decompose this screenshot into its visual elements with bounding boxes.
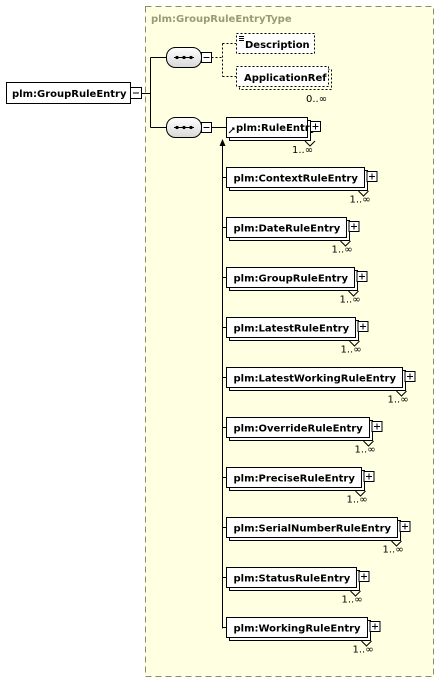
attribute-description[interactable]: Description [236, 33, 315, 54]
head-expand-icon[interactable] [310, 121, 321, 132]
element-label: plm:DateRuleEntry [234, 224, 341, 235]
element-cardinality: 1..∞ [340, 295, 361, 306]
element-box [226, 517, 398, 538]
cardinality-chevron [350, 590, 361, 597]
substitution-element-latest-working-rule-entry[interactable]: plm:LatestWorkingRuleEntry 1..∞ [222, 367, 416, 406]
element-box [226, 217, 347, 238]
svg-text:ApplicationRef: ApplicationRef [244, 73, 327, 84]
svg-text:plm:GroupRuleEntry: plm:GroupRuleEntry [12, 89, 127, 100]
svg-text:plm:RuleEntry: plm:RuleEntry [236, 123, 317, 134]
substitution-element-precise-rule-entry[interactable]: plm:PreciseRuleEntry 1..∞ [222, 467, 375, 506]
cardinality-chevron [340, 240, 351, 247]
element-box [226, 417, 370, 438]
element-label: plm:GroupRuleEntry [234, 274, 349, 285]
expand-icon[interactable] [356, 271, 368, 282]
element-label: plm:LatestRuleEntry [234, 324, 350, 335]
expand-icon[interactable] [357, 321, 369, 332]
cardinality-chevron [358, 190, 369, 197]
element-cardinality: 1..∞ [347, 495, 368, 506]
type-label: plm:GroupRuleEntryType [151, 14, 292, 25]
attribute-application-ref[interactable]: ApplicationRef [236, 66, 332, 90]
substitution-element-serial-number-rule-entry[interactable]: plm:SerialNumberRuleEntry 1..∞ [222, 517, 411, 556]
expand-icon[interactable] [371, 421, 383, 432]
element-label: plm:PreciseRuleEntry [234, 474, 356, 485]
substitution-arrow [219, 139, 226, 629]
expand-icon[interactable] [366, 171, 378, 182]
expand-icon[interactable] [363, 471, 375, 482]
substitution-element-date-rule-entry[interactable]: plm:DateRuleEntry 1..∞ [222, 217, 360, 256]
cardinality-chevron [348, 290, 359, 297]
element-label: plm:WorkingRuleEntry [234, 624, 362, 635]
cardinality-chevron [363, 440, 374, 447]
expand-icon[interactable] [369, 621, 381, 632]
element-box [226, 167, 365, 188]
element-cardinality: 1..∞ [332, 245, 353, 256]
expand-icon[interactable] [358, 571, 370, 582]
expand-icon[interactable] [399, 521, 411, 532]
substitution-element-override-rule-entry[interactable]: plm:OverrideRuleEntry 1..∞ [222, 417, 383, 456]
expand-icon[interactable] [348, 221, 360, 232]
choice-collapse-icon[interactable] [201, 122, 212, 133]
element-box [226, 567, 357, 588]
substitution-elements: plm:ContextRuleEntry1..∞plm:DateRuleEntr… [222, 167, 416, 656]
attribute-connectors [211, 43, 236, 77]
element-label: plm:SerialNumberRuleEntry [234, 524, 392, 535]
element-cardinality: 1..∞ [388, 395, 409, 406]
element-cardinality: 1..∞ [342, 595, 363, 606]
root-element[interactable]: plm:GroupRuleEntry [6, 82, 131, 104]
element-box [226, 267, 355, 288]
element-cardinality: 1..∞ [350, 195, 371, 206]
element-box [226, 467, 362, 488]
attributes-cardinality: 0..∞ [306, 94, 327, 105]
substitution-element-status-rule-entry[interactable]: plm:StatusRuleEntry 1..∞ [222, 567, 370, 606]
sequence-collapse-icon[interactable] [201, 52, 212, 63]
root-collapse-icon[interactable] [130, 87, 142, 99]
element-cardinality: 1..∞ [383, 545, 404, 556]
head-cardinality: 1..∞ [292, 145, 313, 156]
choice-compositor [166, 117, 202, 138]
substitution-element-working-rule-entry[interactable]: plm:WorkingRuleEntry 1..∞ [222, 617, 381, 656]
element-cardinality: 1..∞ [341, 345, 362, 356]
element-label: plm:StatusRuleEntry [234, 574, 351, 585]
root-connectors [141, 57, 166, 128]
sequence-compositor [166, 47, 202, 68]
cardinality-chevron [361, 640, 372, 647]
svg-text:Description: Description [245, 40, 310, 51]
cardinality-chevron [355, 490, 366, 497]
element-box [226, 367, 403, 388]
element-label: plm:ContextRuleEntry [234, 174, 359, 185]
cardinality-chevron [396, 390, 407, 397]
element-cardinality: 1..∞ [353, 645, 374, 656]
element-label: plm:LatestWorkingRuleEntry [234, 374, 397, 385]
substitution-element-group-rule-entry[interactable]: plm:GroupRuleEntry 1..∞ [222, 267, 368, 306]
expand-icon[interactable] [404, 371, 416, 382]
substitution-element-latest-rule-entry[interactable]: plm:LatestRuleEntry 1..∞ [222, 317, 369, 356]
element-cardinality: 1..∞ [355, 445, 376, 456]
head-element-rule-entry[interactable]: plm:RuleEntry [226, 117, 317, 141]
element-box [226, 617, 368, 638]
substitution-element-context-rule-entry[interactable]: plm:ContextRuleEntry 1..∞ [222, 167, 378, 206]
cardinality-chevron [349, 340, 360, 347]
element-label: plm:OverrideRuleEntry [234, 424, 364, 435]
head-cardinality-chevron [304, 140, 316, 147]
element-box [226, 317, 356, 338]
cardinality-chevron [391, 540, 402, 547]
